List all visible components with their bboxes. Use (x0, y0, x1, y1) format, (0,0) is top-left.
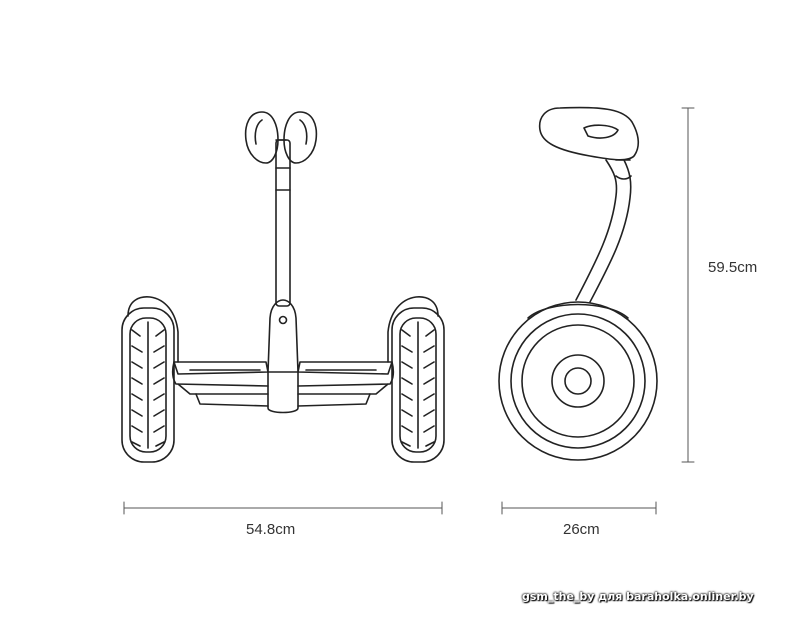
front-left-wheel (121, 296, 179, 463)
dimension-lines (123, 107, 695, 515)
front-view (121, 111, 445, 463)
front-right-wheel (387, 296, 445, 463)
height-label: 59.5cm (708, 259, 758, 276)
side-stem (575, 159, 632, 303)
depth-label: 26cm (563, 521, 600, 538)
watermark-text: gsm_the_by для baraholka.onliner.by (522, 590, 754, 603)
front-center-pillar (267, 299, 299, 414)
width-dimension-line (123, 501, 443, 515)
width-label: 54.8cm (246, 521, 296, 538)
front-platform (171, 361, 395, 407)
side-handlebar (538, 106, 640, 161)
front-steering-column (275, 139, 291, 307)
side-wheel (498, 301, 658, 461)
side-view (498, 106, 658, 461)
front-handlebar (244, 111, 318, 164)
depth-dimension-line (501, 501, 657, 515)
height-dimension-line (681, 107, 695, 463)
